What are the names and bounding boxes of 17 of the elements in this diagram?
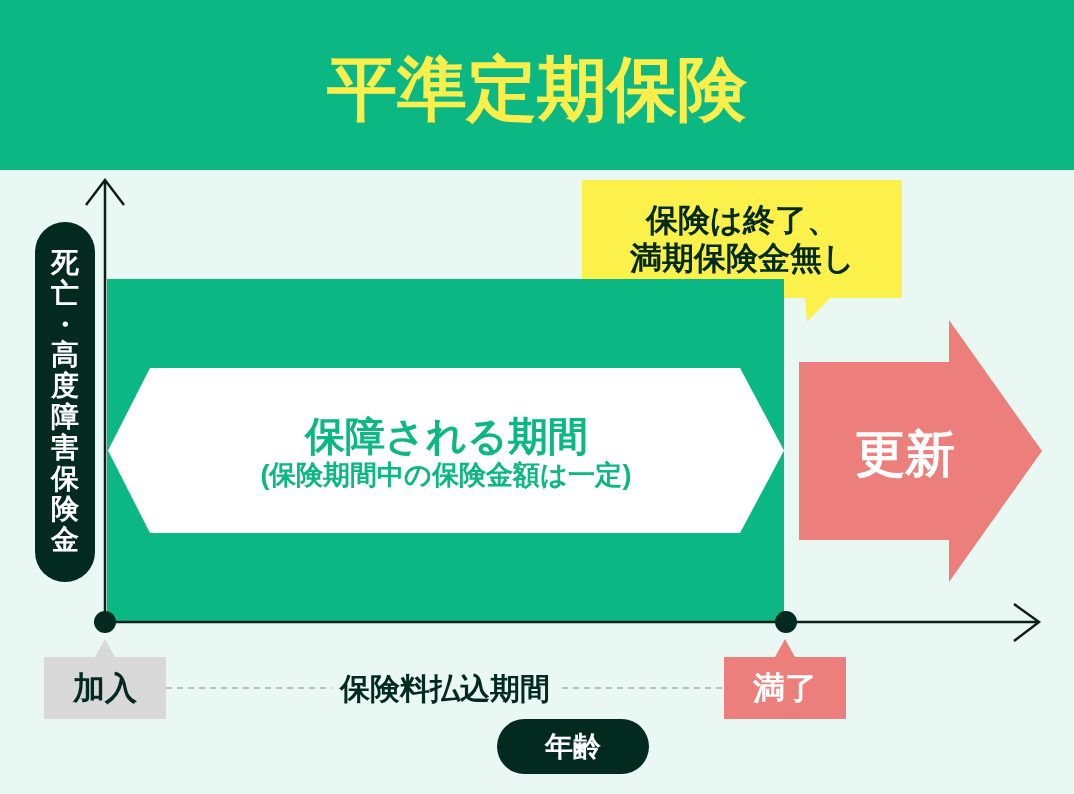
axis-label: 死亡・高度障害保険金: [51, 248, 79, 556]
arrow-label: 更新: [855, 429, 955, 479]
label-pill: [35, 222, 95, 582]
pointer-tag: [44, 639, 166, 719]
edge-label: 保険料払込期間: [332, 671, 558, 705]
tag-label: 加入: [73, 672, 137, 704]
callout-text: 保険は終了、満期保険金無し: [628, 200, 856, 278]
block-arrow: [799, 320, 1042, 582]
axis-label: 年齢: [545, 732, 601, 761]
label-pill: [497, 719, 649, 774]
period-note: (保険期間中の保険金額は一定): [260, 459, 632, 492]
diagram-title: 平準定期保険: [327, 54, 747, 124]
double-arrow-banner: [108, 368, 784, 533]
period-heading: 保障される期間: [304, 413, 588, 460]
coverage-area: [107, 279, 784, 621]
tag-label: 満了: [753, 672, 817, 704]
pointer-tag: [724, 639, 846, 719]
